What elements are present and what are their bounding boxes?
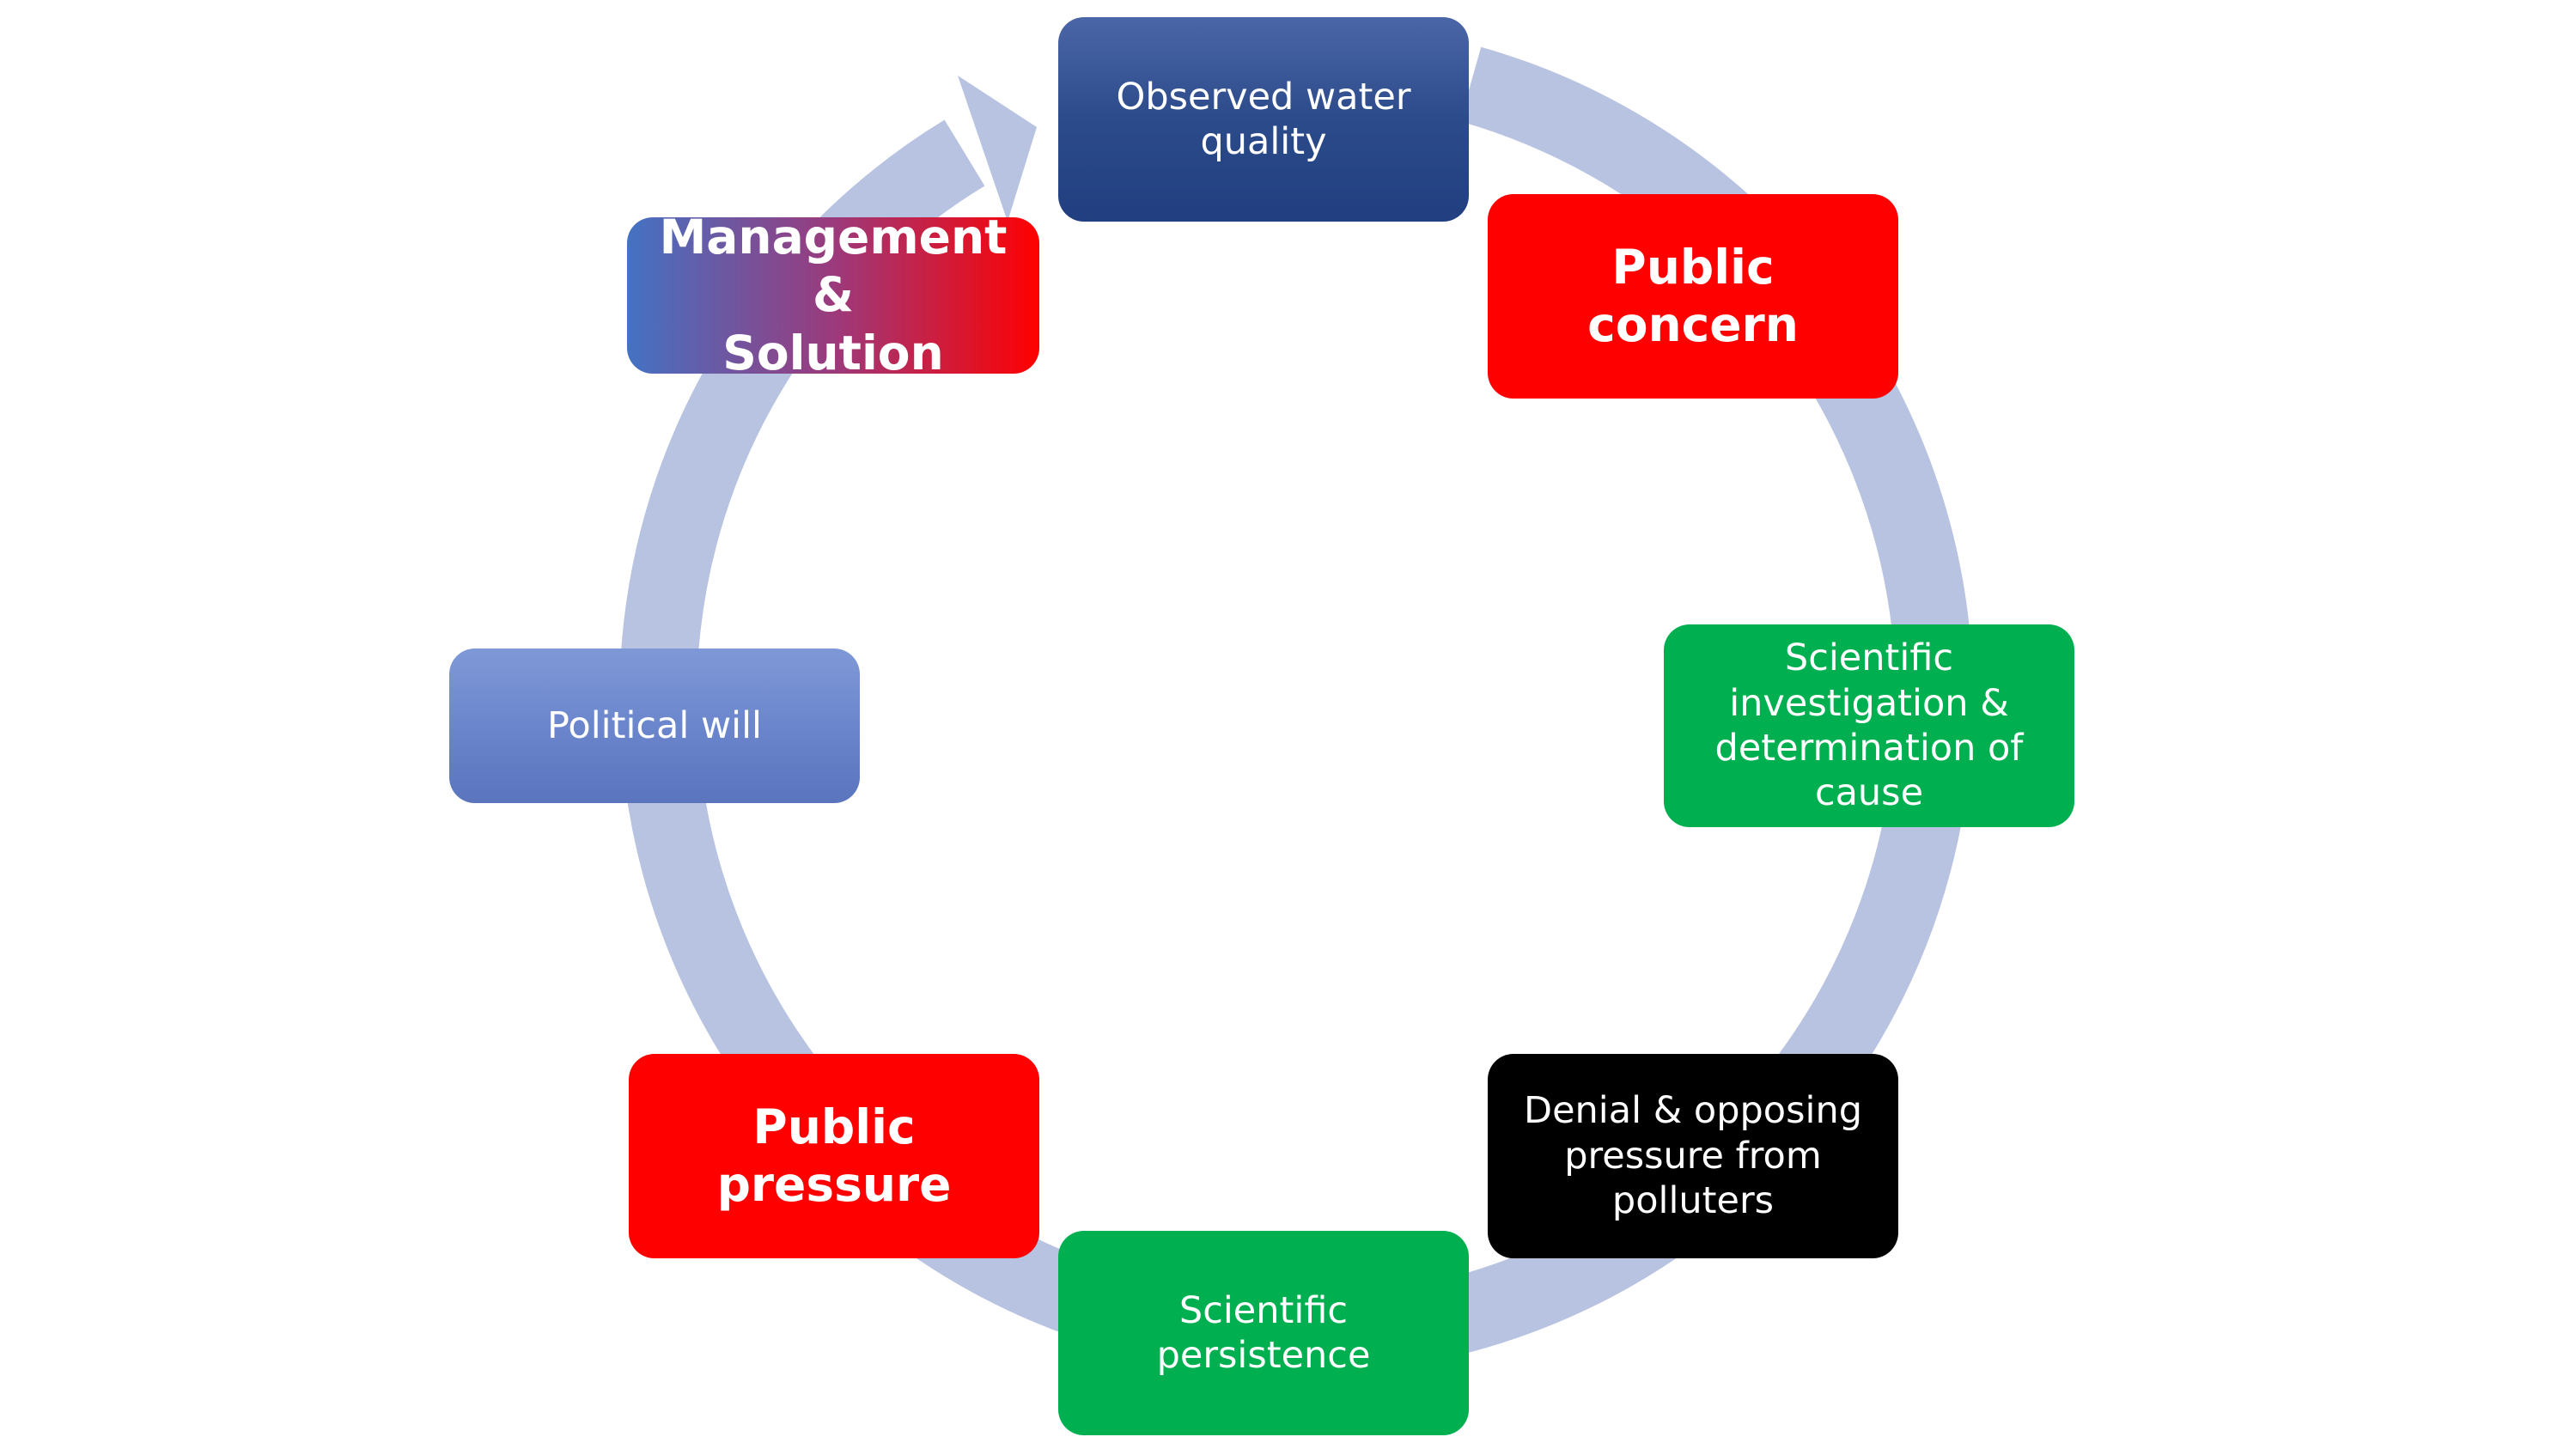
node-label: Public pressure bbox=[716, 1099, 952, 1212]
node-scientific-investigation: Scientific investigation & determination… bbox=[1664, 624, 2074, 827]
node-label: Scientific persistence bbox=[1156, 1288, 1371, 1377]
node-label: Management & Solution bbox=[659, 210, 1008, 381]
node-label: Observed water quality bbox=[1116, 75, 1411, 163]
node-scientific-persistence: Scientific persistence bbox=[1058, 1231, 1469, 1435]
node-observed-water-quality: Observed water quality bbox=[1058, 17, 1469, 222]
node-label: Denial & opposing pressure from polluter… bbox=[1523, 1089, 1863, 1223]
node-label: Public concern bbox=[1587, 239, 1799, 352]
node-public-pressure: Public pressure bbox=[629, 1054, 1039, 1258]
node-label: Scientific investigation & determination… bbox=[1714, 636, 2024, 815]
cycle-arrowhead-icon bbox=[958, 76, 1037, 222]
node-denial-opposing-pressure: Denial & opposing pressure from polluter… bbox=[1488, 1054, 1898, 1258]
node-management-solution: Management & Solution bbox=[627, 210, 1039, 381]
node-public-concern: Public concern bbox=[1488, 194, 1898, 399]
node-political-will: Political will bbox=[449, 648, 860, 803]
node-label: Political will bbox=[546, 703, 763, 747]
